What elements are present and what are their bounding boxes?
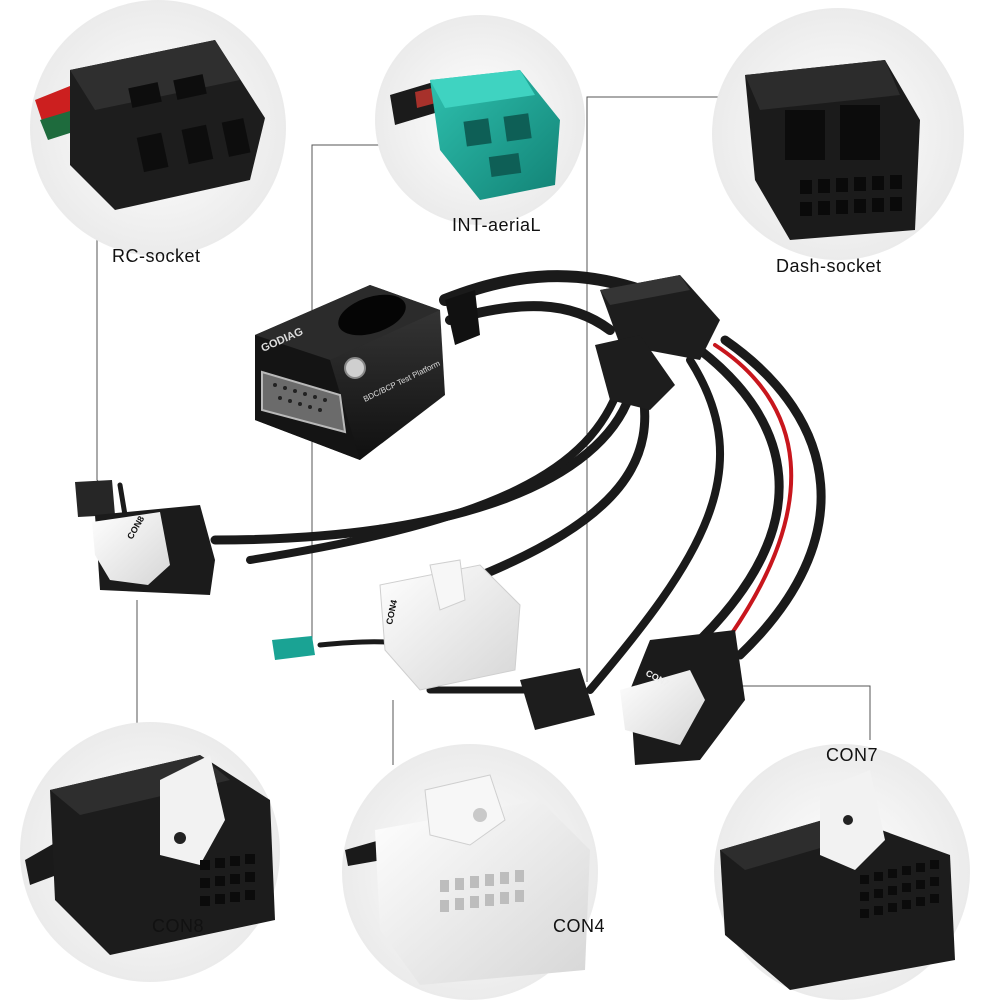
con7-detail: [714, 744, 970, 1000]
label-dash-socket: Dash-socket: [776, 256, 882, 276]
dash-socket-detail: [712, 8, 964, 260]
dash-connector: [520, 668, 595, 730]
label-con7: CON7: [826, 745, 879, 765]
con8-detail: [20, 722, 280, 982]
label-con8: CON8: [152, 916, 205, 936]
test-platform-module: GODIAG BDC/BCP Test Platform: [255, 285, 480, 460]
int-aerial-detail: [375, 15, 585, 225]
con8-connector: CON8: [75, 480, 215, 595]
int-aerial-connector: [272, 636, 315, 660]
label-int-aerial: INT-aeriaL: [452, 215, 542, 235]
con4-detail: [342, 744, 598, 1000]
rc-socket-detail: [30, 0, 286, 256]
label-rc-socket: RC-socket: [112, 246, 201, 266]
cable-harness: [117, 270, 826, 694]
con7-connector: CON7: [620, 630, 745, 765]
y-splitter: [595, 275, 720, 410]
con4-connector: CON4: [379, 559, 521, 691]
label-con4: CON4: [553, 916, 606, 936]
